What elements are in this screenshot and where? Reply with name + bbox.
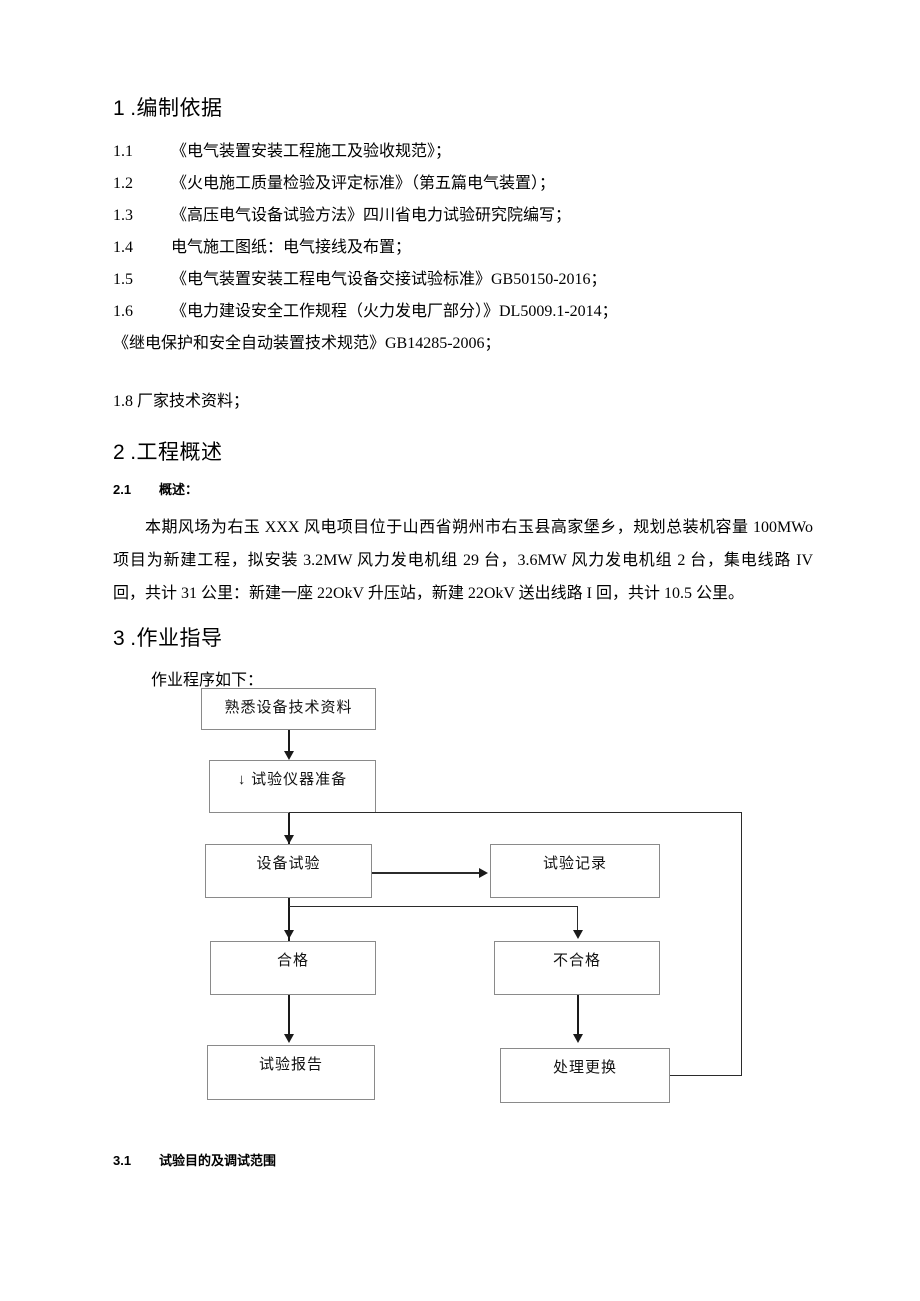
work-procedure-flowchart: 熟悉设备技术资料 ↓ 试验仪器准备 设备试验 试验记录 — [0, 672, 920, 1122]
ref-text: 《电气装置安装工程施工及验收规范》； — [171, 143, 452, 161]
section-1-heading: 1.编制依据 — [113, 96, 813, 122]
list-item: 1.6 《电力建设安全工作规程（火力发电厂部分）》DL5009.1-2014； — [113, 296, 813, 328]
flow-node-instrument-prep[interactable]: ↓ 试验仪器准备 — [209, 760, 376, 813]
flow-node-equipment-test[interactable]: 设备试验 — [205, 844, 372, 898]
connector-qualified-to-report — [288, 995, 290, 1037]
flow-node-familiarize[interactable]: 熟悉设备技术资料 — [201, 688, 376, 730]
flow-node-label: 试验报告 — [258, 1057, 323, 1073]
section-1-number: 1 — [113, 97, 126, 120]
section-2-heading: 2.工程概述 — [113, 440, 813, 466]
ref-index: 1.4 — [113, 239, 133, 257]
flow-node-label: 熟悉设备技术资料 — [224, 700, 353, 716]
section-2-number: 2 — [113, 441, 126, 465]
list-item: 1.3 《高压电气设备试验方法》四川省电力试验研究院编写； — [113, 200, 813, 232]
ref-text: 《电气装置安装工程电气设备交接试验标准》GB50150-2016； — [171, 271, 607, 289]
reference-list: 1.1 《电气装置安装工程施工及验收规范》； 1.2 《火电施工质量检验及评定标准》… — [113, 136, 813, 418]
ref-text: 《火电施工质量检验及评定标准》（第五篇电气装置）； — [171, 175, 556, 193]
list-item: 1.1 《电气装置安装工程施工及验收规范》； — [113, 136, 813, 168]
flow-node-handle-replace[interactable]: 处理更换 — [500, 1048, 670, 1103]
ref-text: 《高压电气设备试验方法》四川省电力试验研究院编写； — [171, 207, 572, 225]
flow-node-unqualified[interactable]: 不合格 — [494, 941, 660, 995]
flow-node-label: 不合格 — [552, 953, 601, 969]
feedback-line-top — [289, 812, 742, 813]
subsection-2-1-title: 概述： — [159, 481, 199, 497]
connector-familiarize-to-prep — [288, 730, 290, 754]
arrowhead-down — [284, 1034, 294, 1043]
flow-node-label: 处理更换 — [552, 1060, 617, 1076]
list-item: 1.5 《电气装置安装工程电气设备交接试验标准》GB50150-2016； — [113, 264, 813, 296]
section-3-title: .作业指导 — [130, 626, 223, 650]
connector-unqualified-to-handle — [577, 995, 579, 1037]
procedure-intro: 作业程序如下： — [151, 671, 264, 689]
arrowhead-down — [284, 751, 294, 760]
connector-prep-to-test — [288, 813, 290, 846]
flow-node-test-report[interactable]: 试验报告 — [207, 1045, 375, 1100]
arrowhead-down — [284, 835, 294, 844]
branch-line-to-unqualified — [289, 906, 577, 907]
subsection-2-1-number: 2.1 — [113, 481, 132, 497]
flow-node-label: 合格 — [276, 953, 309, 969]
section-3-heading: 3.作业指导 — [113, 626, 813, 652]
ref-text: 《电力建设安全工作规程（火力发电厂部分）》DL5009.1-2014； — [171, 303, 618, 321]
reference-continuation: 《继电保护和安全自动装置技术规范》GB14285-2006； — [113, 335, 501, 353]
overview-paragraph: 本期风场为右玉 XXX 风电项目位于山西省朔州市右玉县高家堡乡，规划总装机容量 … — [113, 518, 813, 602]
subsection-2-1-heading: 2.1 概述： — [113, 481, 813, 499]
connector-branch-down-unqualified — [577, 906, 578, 934]
arrowhead-down — [573, 1034, 583, 1043]
flow-node-qualified[interactable]: 合格 — [210, 941, 376, 995]
section-2-title: .工程概述 — [130, 441, 223, 465]
section-1-title: .编制依据 — [130, 97, 223, 120]
flow-node-label: ↓ 试验仪器准备 — [237, 772, 348, 788]
flow-node-test-record[interactable]: 试验记录 — [490, 844, 660, 898]
subsection-3-1-title: 试验目的及调试范围 — [159, 1153, 277, 1168]
connector-test-to-qualified — [288, 898, 290, 941]
list-item: 1.4 电气施工图纸：电气接线及布置； — [113, 232, 813, 264]
flow-node-label: 试验记录 — [542, 856, 607, 872]
ref-index: 1.6 — [113, 303, 133, 321]
arrowhead-down — [284, 930, 294, 939]
arrowhead-right — [479, 868, 488, 878]
document-body: 1.编制依据 1.1 《电气装置安装工程施工及验收规范》； 1.2 《火电施工质量检… — [113, 96, 813, 696]
ref-index: 1.5 — [113, 271, 133, 289]
connector-test-to-record — [372, 872, 480, 874]
reference-last-item: 1.8 厂家技术资料； — [113, 393, 250, 411]
subsection-3-1-heading: 3.1 试验目的及调试范围 — [113, 1150, 276, 1169]
subsection-3-1-number: 3.1 — [113, 1153, 132, 1168]
arrowhead-down — [573, 930, 583, 939]
ref-index: 1.1 — [113, 143, 133, 161]
ref-index: 1.2 — [113, 175, 133, 193]
section-3-number: 3 — [113, 626, 126, 650]
ref-text: 电气施工图纸：电气接线及布置； — [171, 239, 412, 257]
feedback-line-right — [741, 812, 742, 1076]
ref-index: 1.3 — [113, 207, 133, 225]
feedback-line-bottom — [670, 1075, 742, 1076]
flow-node-label: 设备试验 — [256, 856, 321, 872]
list-item: 1.2 《火电施工质量检验及评定标准》（第五篇电气装置）； — [113, 168, 813, 200]
